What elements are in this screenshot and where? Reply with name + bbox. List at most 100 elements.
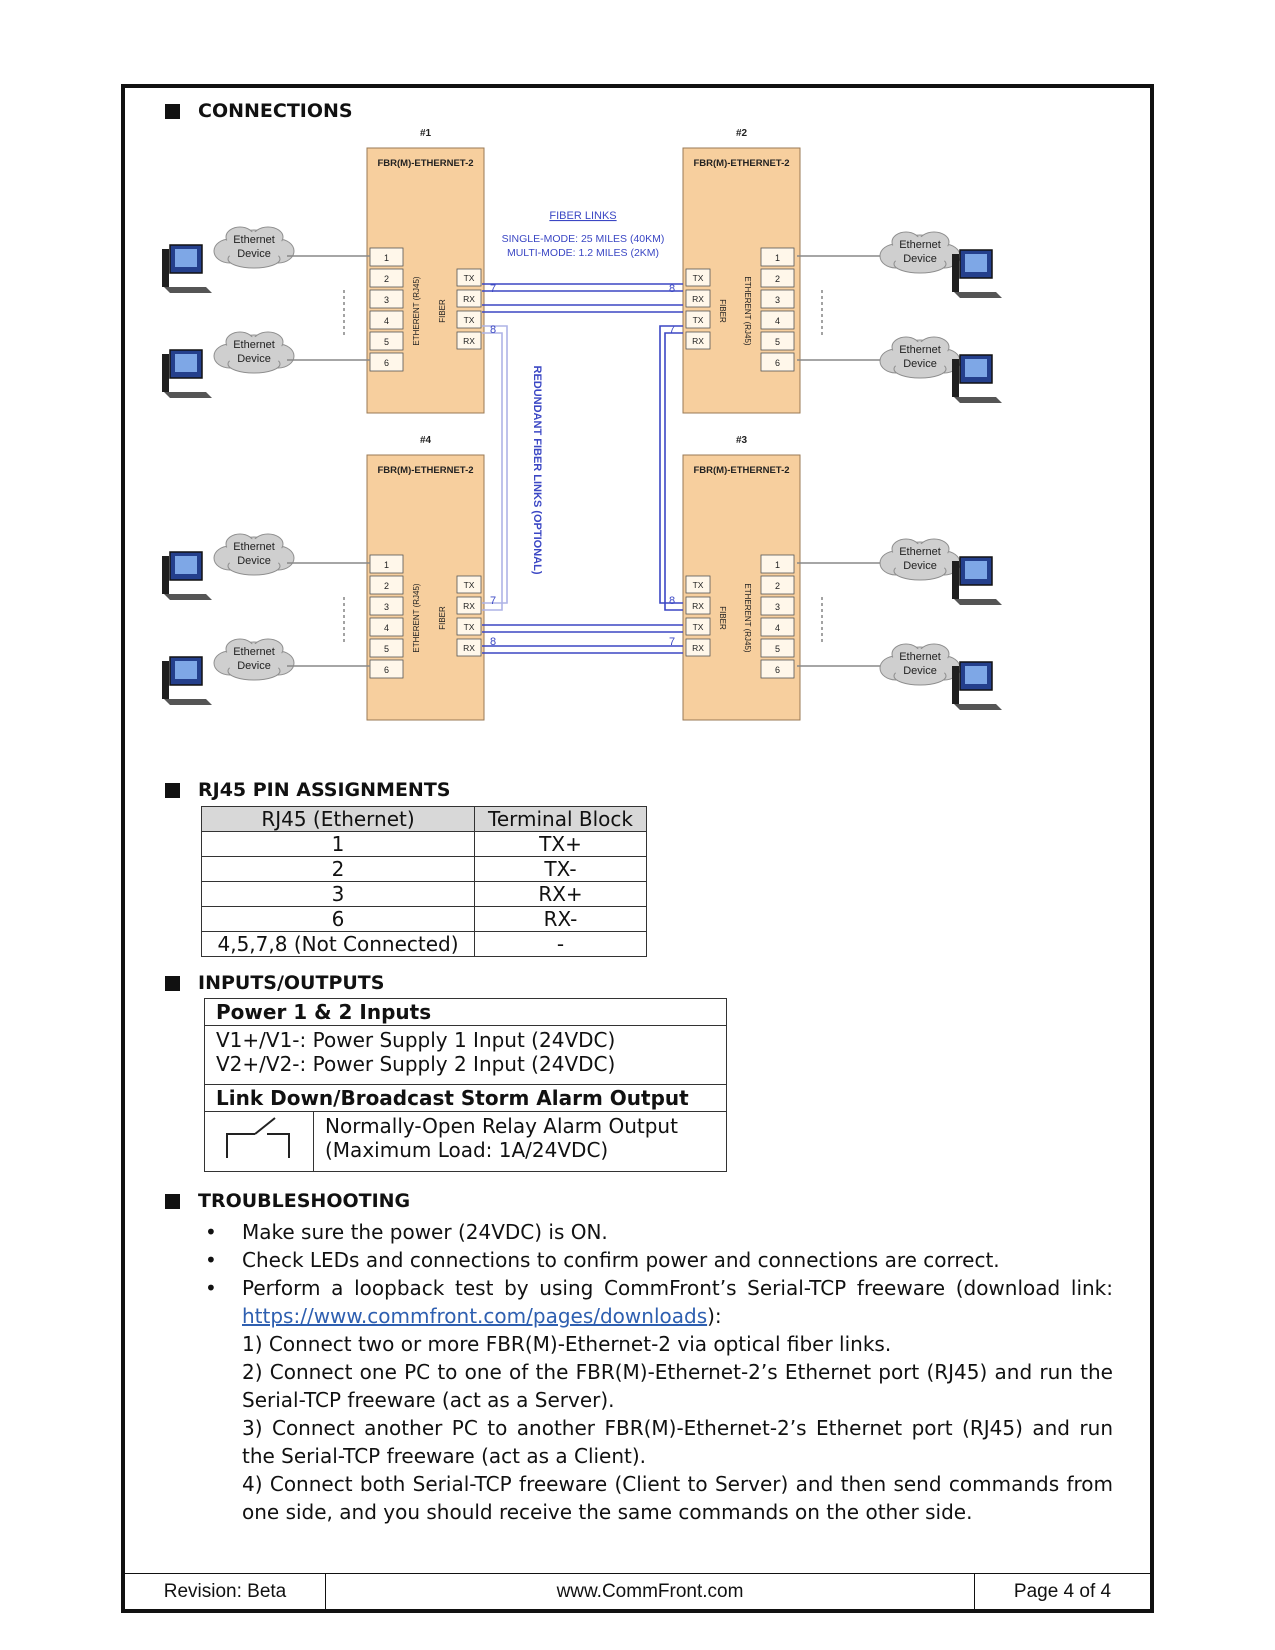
- rj45-port-number: 4: [775, 316, 780, 326]
- fiber-port-label: TX: [464, 315, 475, 325]
- rj45-port-box: [369, 331, 404, 351]
- bullet-icon: •: [205, 1248, 217, 1272]
- rj45-port-number: 3: [775, 295, 780, 305]
- fiber-links-title: FIBER LINKS: [549, 210, 616, 222]
- step-2: 2) Connect one PC to one of the FBR(M)-E…: [242, 1360, 1113, 1412]
- unit-model-label: FBR(M)-ETHERNET-2: [693, 158, 789, 169]
- ethernet-device-cloud: [879, 336, 961, 379]
- device-label: Device: [237, 555, 271, 567]
- rj45-port-number: 5: [384, 644, 389, 654]
- fiber-port-box: [456, 596, 482, 615]
- fiber-port-box: [685, 331, 711, 350]
- fiber-port-box: [456, 268, 482, 287]
- fiber-port-label: TX: [464, 580, 475, 590]
- section-bullet-icon: [165, 1193, 180, 1209]
- rj45-port-number: 5: [384, 337, 389, 347]
- rj45-port-number: 4: [384, 316, 389, 326]
- bullet-icon: •: [205, 1220, 217, 1244]
- fiber-port-label: RX: [692, 643, 704, 653]
- pc-keyboard: [954, 292, 1002, 298]
- rj45-port-number: 1: [775, 560, 780, 570]
- pc-tower: [162, 249, 169, 287]
- io-table: Power 1 & 2 Inputs V1+/V1-: Power Supply…: [204, 998, 727, 1172]
- ethernet-device-cloud: [213, 226, 295, 269]
- fiber-port-label: RX: [692, 601, 704, 611]
- redundant-link-line: [482, 325, 508, 604]
- fiber-port-label: RX: [463, 643, 475, 653]
- rj45-port-box: [760, 575, 795, 595]
- device-label: Ethernet: [233, 541, 275, 553]
- fiber-vertical-label: FIBER: [438, 606, 447, 630]
- fiber-port-box: [685, 638, 711, 657]
- ethernet-device-cloud: [213, 638, 295, 681]
- rj45-port-number: 2: [775, 274, 780, 284]
- section-bullet-icon: [165, 975, 180, 991]
- pc-tower: [162, 661, 169, 699]
- rj45-port-number: 3: [384, 602, 389, 612]
- rj45-port-number: 3: [384, 295, 389, 305]
- rj45-port-box: [369, 575, 404, 595]
- page-footer: Revision: Beta www.CommFront.com Page 4 …: [125, 1573, 1150, 1610]
- fiber-port-label: TX: [464, 273, 475, 283]
- pc-keyboard: [164, 287, 212, 293]
- port-vertical-label: ETHERENT (RJ45): [743, 276, 752, 346]
- fiber-port-label: TX: [464, 622, 475, 632]
- port-vertical-label: ETHERENT (RJ45): [412, 276, 421, 346]
- fiber-port-box: [456, 575, 482, 594]
- rj45-port-box: [369, 638, 404, 658]
- rj45-port-box: [760, 617, 795, 637]
- alarm-row: Normally-Open Relay Alarm Output (Maximu…: [205, 1112, 726, 1171]
- rj45-port-box: [369, 659, 404, 679]
- fiber-port-label: TX: [693, 315, 704, 325]
- rj45-port-box: [760, 596, 795, 616]
- pc-keyboard: [954, 704, 1002, 710]
- device-label: Ethernet: [233, 339, 275, 351]
- port-vertical-label: ETHERENT (RJ45): [743, 583, 752, 653]
- link-number-label: 8: [669, 283, 675, 295]
- page-number: Page 4 of 4: [1013, 1581, 1112, 1602]
- bullet-icon: •: [205, 1276, 217, 1300]
- pc-keyboard: [164, 699, 212, 705]
- link-number-label: 8: [490, 636, 496, 648]
- device-label: Ethernet: [899, 344, 941, 356]
- fiber-port-label: TX: [693, 580, 704, 590]
- connections-heading: CONNECTIONS: [165, 100, 353, 122]
- rj45-port-box: [760, 352, 795, 372]
- rj45-port-box: [760, 554, 795, 574]
- ethernet-device-cloud: [879, 538, 961, 581]
- rj45-port-number: 2: [384, 274, 389, 284]
- list-item: • Perform a loopback test by using CommF…: [205, 1276, 1113, 1524]
- rj45-port-number: 6: [384, 358, 389, 368]
- device-label: Device: [237, 248, 271, 260]
- ethernet-device-cloud: [879, 231, 961, 274]
- fiber-port-label: TX: [693, 622, 704, 632]
- rj45-port-box: [760, 247, 795, 267]
- fiber-port-box: [685, 310, 711, 329]
- fiber-port-label: RX: [463, 601, 475, 611]
- rj45-port-number: 6: [775, 665, 780, 675]
- link-number-label: 7: [490, 283, 496, 295]
- device-label: Ethernet: [899, 239, 941, 251]
- list-item: •Check LEDs and connections to confirm p…: [205, 1248, 1000, 1272]
- device-label: Device: [903, 665, 937, 677]
- redundant-link-line: [482, 332, 503, 611]
- rj45-port-number: 6: [384, 665, 389, 675]
- pc-tower: [952, 666, 959, 704]
- relay-contact-icon: [205, 1112, 314, 1171]
- rj45-port-number: 3: [775, 602, 780, 612]
- fiber-port-label: TX: [693, 273, 704, 283]
- table-header-row: RJ45 (Ethernet) Terminal Block: [201, 806, 647, 832]
- fiber-port-box: [685, 268, 711, 287]
- troubleshooting-heading: TROUBLESHOOTING: [165, 1190, 410, 1212]
- pc-screen: [965, 561, 987, 579]
- rj45-port-number: 4: [775, 623, 780, 633]
- device-label: Device: [237, 660, 271, 672]
- rj45-port-box: [369, 289, 404, 309]
- step-1: 1) Connect two or more FBR(M)-Ethernet-2…: [242, 1332, 892, 1356]
- device-label: Ethernet: [233, 646, 275, 658]
- downloads-link[interactable]: https://www.commfront.com/pages/download…: [242, 1304, 708, 1328]
- rj45-port-number: 5: [775, 644, 780, 654]
- pc-screen: [965, 666, 987, 684]
- rj45-port-box: [369, 247, 404, 267]
